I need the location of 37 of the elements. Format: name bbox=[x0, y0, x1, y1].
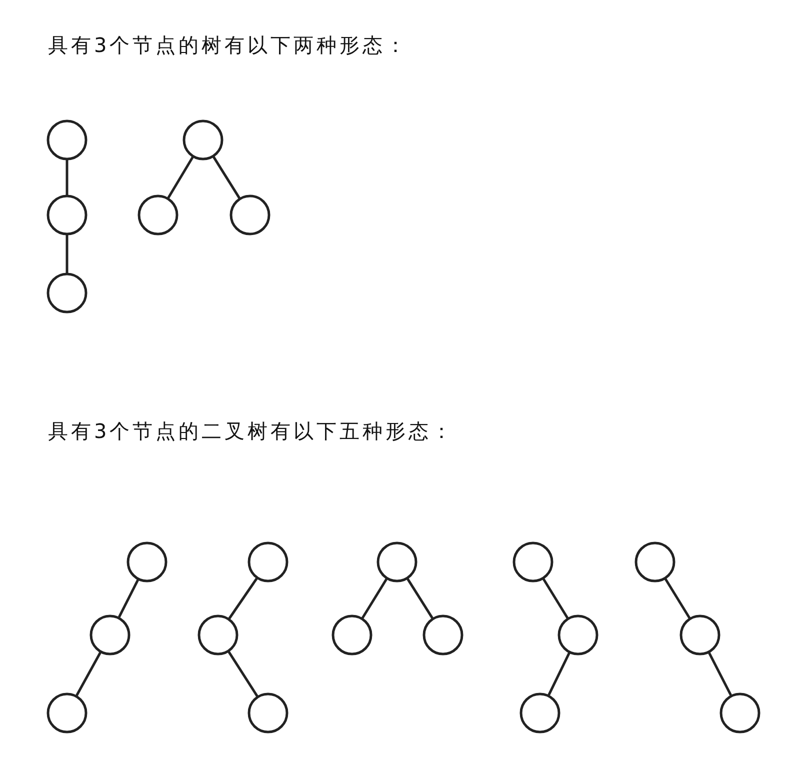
tree-node bbox=[512, 541, 554, 583]
tree-edge bbox=[228, 651, 258, 697]
tree-edge bbox=[664, 578, 691, 619]
tree-node bbox=[229, 194, 271, 236]
tree-edge bbox=[548, 652, 570, 696]
tree-edge bbox=[212, 156, 240, 199]
tree-node bbox=[197, 614, 239, 656]
tree-node bbox=[247, 692, 289, 734]
tree-edge bbox=[708, 652, 732, 696]
tree-node bbox=[46, 194, 88, 236]
tree-node bbox=[247, 541, 289, 583]
heading-text: 具有3个节点的二叉树有以下五种形态： bbox=[48, 418, 455, 445]
tree-edge bbox=[406, 578, 434, 619]
tree-node bbox=[46, 272, 88, 314]
tree-node bbox=[634, 541, 676, 583]
tree-node bbox=[331, 614, 373, 656]
tree-node bbox=[519, 692, 561, 734]
tree-edge bbox=[228, 578, 258, 620]
tree-edge bbox=[542, 578, 569, 619]
tree-node bbox=[46, 692, 88, 734]
tree-edge bbox=[167, 156, 194, 198]
tree-node bbox=[89, 614, 131, 656]
tree-edge bbox=[66, 160, 68, 195]
tree-node bbox=[422, 614, 464, 656]
tree-edge bbox=[118, 579, 140, 618]
tree-node bbox=[46, 119, 88, 161]
tree-edge bbox=[76, 652, 102, 696]
tree-edge bbox=[66, 235, 68, 273]
tree-node bbox=[719, 692, 761, 734]
tree-node bbox=[137, 194, 179, 236]
tree-node bbox=[376, 541, 418, 583]
heading-text: 具有3个节点的树有以下两种形态： bbox=[48, 32, 409, 59]
tree-node bbox=[557, 614, 599, 656]
tree-node bbox=[679, 614, 721, 656]
tree-node bbox=[126, 541, 168, 583]
tree-node bbox=[182, 119, 224, 161]
tree-edge bbox=[361, 578, 388, 619]
